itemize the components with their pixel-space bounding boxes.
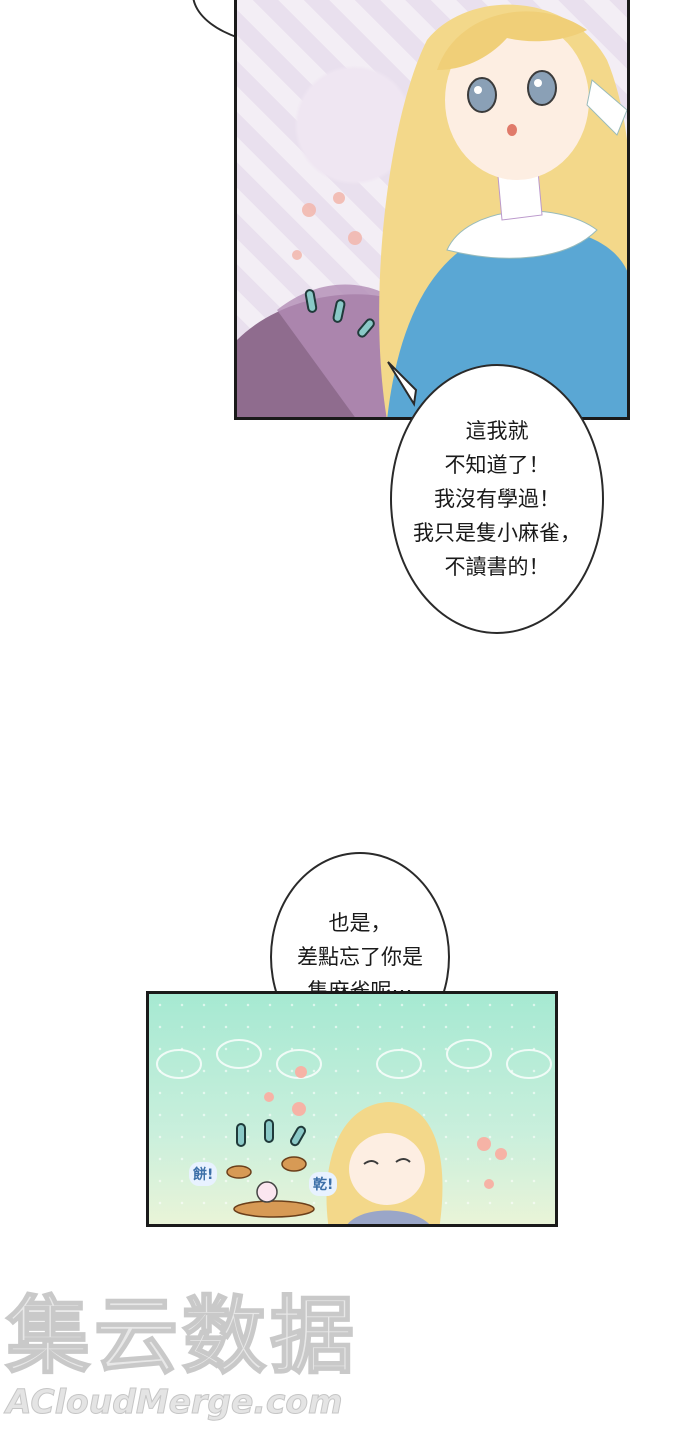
chibi-girl-dress <box>347 1210 430 1224</box>
girl-face <box>445 20 589 180</box>
watermark: 集云数据 ACloudMerge.com <box>5 1287 386 1422</box>
watermark-chinese: 集云数据 <box>5 1287 359 1385</box>
girl-eye-left <box>467 77 497 113</box>
speech-bubble-1-tail <box>387 361 418 407</box>
sfx-right-label: 乾! <box>309 1172 338 1196</box>
floating-flowers <box>264 1066 507 1189</box>
girl-dress <box>387 230 627 417</box>
speech-bubble-1: 這我就 不知道了！ 我沒有學過！ 我只是隻小麻雀， 不讀書的！ <box>390 364 604 634</box>
watermark-english: ACloudMerge.com <box>6 1382 344 1422</box>
panel2-illustration <box>156 1039 552 1224</box>
cookies <box>226 1156 315 1218</box>
sfx-left-label: 餅! <box>189 1162 218 1186</box>
chibi-girl-face <box>349 1133 425 1205</box>
small-chick <box>256 1181 278 1203</box>
panel1-illustration <box>237 4 627 417</box>
surprise-marks <box>304 289 375 338</box>
speech-bubble-1-text: 這我就 不知道了！ 我沒有學過！ 我只是隻小麻雀， 不讀書的！ <box>413 419 581 579</box>
girl-eye-right <box>527 70 557 106</box>
comic-panel-girl-cookies: 餅! 乾! <box>146 991 558 1227</box>
wallpaper-flowers <box>292 192 362 260</box>
comic-panel-girl-closeup <box>234 0 630 420</box>
bird-pattern <box>156 1039 552 1079</box>
surprise-marks-2 <box>236 1119 306 1147</box>
